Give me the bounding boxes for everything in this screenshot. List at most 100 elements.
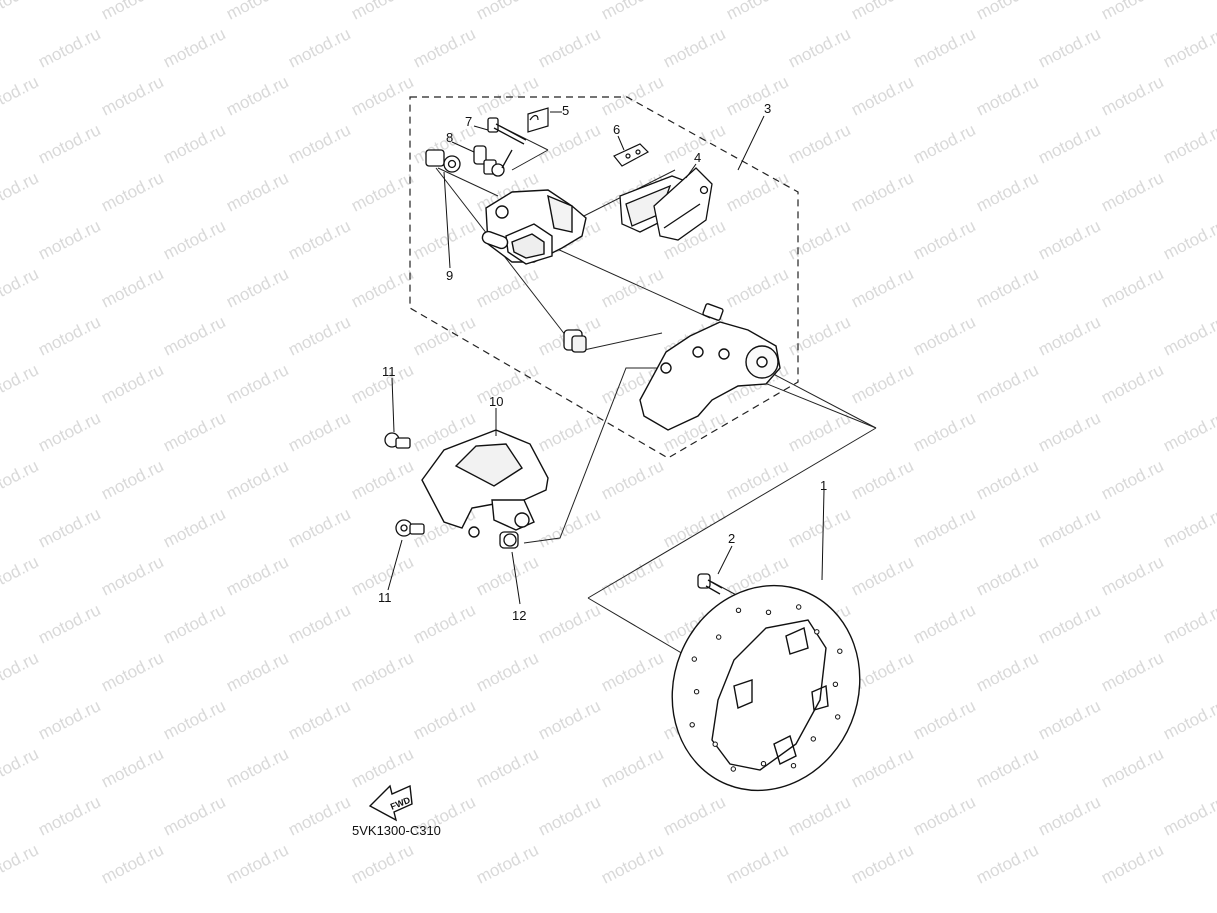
- watermark-text: motod.ru: [1035, 504, 1103, 551]
- brake-caliper-body[interactable]: [481, 189, 587, 265]
- watermark-text: motod.ru: [1160, 408, 1217, 455]
- watermark-text: motod.ru: [910, 600, 978, 647]
- watermark-text: motod.ru: [98, 72, 166, 119]
- watermark-text: motod.ru: [1098, 72, 1166, 119]
- protector-bolt-upper[interactable]: [384, 432, 411, 449]
- brake-pad-kit[interactable]: [619, 167, 713, 241]
- disc-vent-hole: [765, 609, 772, 615]
- watermark-text: motod.ru: [285, 792, 353, 839]
- protector-bolt-lower[interactable]: [395, 519, 425, 537]
- callout-11-upper: 11: [382, 364, 396, 379]
- watermark-text: motod.ru: [1035, 24, 1103, 71]
- watermark-text: motod.ru: [1035, 120, 1103, 167]
- pin-clip[interactable]: [527, 107, 549, 133]
- rubber-boot[interactable]: [563, 329, 587, 353]
- watermark-text: motod.ru: [160, 600, 228, 647]
- watermark-text: motod.ru: [410, 600, 478, 647]
- watermark-text: motod.ru: [598, 840, 666, 887]
- watermark-text: motod.ru: [785, 216, 853, 263]
- callout-1: 1: [820, 478, 827, 493]
- watermark-text: motod.ru: [160, 696, 228, 743]
- callout-6: 6: [613, 122, 620, 137]
- watermark-text: motod.ru: [848, 0, 916, 24]
- watermark-text: motod.ru: [1098, 264, 1166, 311]
- bleed-guide: [437, 167, 499, 197]
- watermark-text: motod.ru: [285, 216, 353, 263]
- watermark-text: motod.ru: [98, 552, 166, 599]
- watermark-text: motod.ru: [848, 744, 916, 791]
- disc-vent-hole: [837, 648, 843, 654]
- watermark-text: motod.ru: [410, 24, 478, 71]
- watermark-text: motod.ru: [1160, 504, 1217, 551]
- watermark-text: motod.ru: [535, 24, 603, 71]
- callout-leaders: [387, 111, 825, 605]
- caliper-bolt[interactable]: [425, 149, 461, 173]
- disc-vent-hole: [796, 604, 802, 610]
- callout-7: 7: [465, 114, 472, 129]
- watermark-text: motod.ru: [160, 792, 228, 839]
- collar[interactable]: [499, 531, 519, 549]
- watermark-text: motod.ru: [35, 600, 103, 647]
- watermark-text: motod.ru: [598, 264, 666, 311]
- watermark-text: motod.ru: [473, 648, 541, 695]
- watermark-text: motod.ru: [535, 504, 603, 551]
- watermark-text: motod.ru: [160, 504, 228, 551]
- watermark-text: motod.ru: [348, 840, 416, 887]
- disc-vent-hole: [730, 766, 736, 772]
- watermark-text: motod.ru: [1098, 456, 1166, 503]
- watermark-text: motod.ru: [410, 216, 478, 263]
- watermark-text: motod.ru: [535, 408, 603, 455]
- caliper-bracket[interactable]: [639, 303, 781, 431]
- watermark-text: motod.ru: [35, 24, 103, 71]
- watermark-text: motod.ru: [285, 312, 353, 359]
- protector-guide-line: [523, 367, 660, 544]
- watermark-text: motod.ru: [848, 552, 916, 599]
- watermark-text: motod.ru: [0, 456, 42, 503]
- watermark-text: motod.ru: [35, 696, 103, 743]
- watermark-text: motod.ru: [35, 312, 103, 359]
- pad-spring[interactable]: [613, 143, 649, 167]
- watermark-text: motod.ru: [723, 264, 791, 311]
- disc-vent-hole: [835, 714, 841, 720]
- watermark-text: motod.ru: [348, 456, 416, 503]
- watermark-text: motod.ru: [473, 744, 541, 791]
- watermark-text: motod.ru: [1160, 600, 1217, 647]
- watermark-text: motod.ru: [973, 264, 1041, 311]
- disc-bolt[interactable]: [697, 573, 723, 595]
- disc-vent-hole: [760, 761, 767, 767]
- caliper-protector[interactable]: [421, 429, 549, 538]
- watermark-text: motod.ru: [973, 168, 1041, 215]
- watermark-text: motod.ru: [535, 696, 603, 743]
- watermark-text: motod.ru: [1035, 600, 1103, 647]
- watermark-text: motod.ru: [848, 72, 916, 119]
- watermark-text: motod.ru: [348, 648, 416, 695]
- caliper-bracket-guide: [554, 247, 711, 319]
- watermark-text: motod.ru: [785, 24, 853, 71]
- callout-9: 9: [446, 268, 453, 283]
- watermark-text: motod.ru: [1098, 552, 1166, 599]
- watermark-text: motod.ru: [910, 792, 978, 839]
- watermark-text: motod.ru: [35, 792, 103, 839]
- watermark-text: motod.ru: [973, 744, 1041, 791]
- watermark-text: motod.ru: [35, 408, 103, 455]
- watermark-text: motod.ru: [160, 312, 228, 359]
- watermark-text: motod.ru: [785, 120, 853, 167]
- watermark-text: motod.ru: [660, 792, 728, 839]
- watermark-text: motod.ru: [98, 360, 166, 407]
- watermark-text: motod.ru: [0, 648, 42, 695]
- watermark-text: motod.ru: [223, 648, 291, 695]
- watermark-text: motod.ru: [848, 840, 916, 887]
- watermark-text: motod.ru: [973, 0, 1041, 24]
- watermark-text: motod.ru: [1035, 216, 1103, 263]
- callout-4: 4: [694, 150, 701, 165]
- watermark-text: motod.ru: [973, 648, 1041, 695]
- disc-vent-hole: [735, 607, 742, 613]
- watermark-text: motod.ru: [785, 504, 853, 551]
- disc-vent-hole: [689, 722, 695, 728]
- watermark-text: motod.ru: [98, 168, 166, 215]
- pad-pin[interactable]: [487, 117, 527, 177]
- bleed-screw[interactable]: [473, 145, 497, 175]
- callout-10: 10: [489, 394, 503, 409]
